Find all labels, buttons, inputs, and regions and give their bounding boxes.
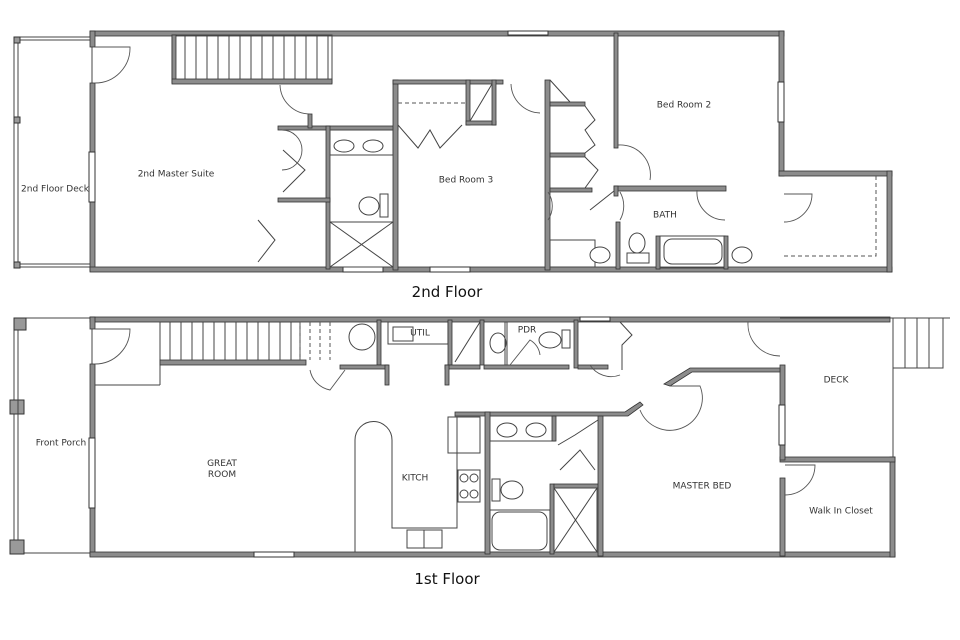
room-label-great: GREAT	[207, 459, 237, 469]
room-label-2nd-floor-deck: 2nd Floor Deck	[21, 184, 89, 195]
floor-label-1st: 1st Floor	[414, 570, 480, 588]
second-floor-plan	[13, 30, 893, 273]
first-floor-plan	[9, 316, 950, 558]
room-label-walk-in-closet: Walk In Closet	[809, 506, 873, 517]
room-label-great-room: GREAT ROOM	[207, 459, 237, 481]
room-label-master-bed: MASTER BED	[672, 481, 732, 492]
room-label-kitch: KITCH	[401, 473, 429, 484]
room-label-front-porch: Front Porch	[35, 438, 87, 449]
room-label-bed-room-3: Bed Room 3	[438, 175, 494, 186]
room-label-pdr: PDR	[517, 325, 537, 336]
room-label-util: UTIL	[410, 328, 430, 339]
room-label-bath: BATH	[653, 210, 677, 221]
room-label-bed-room-2: Bed Room 2	[656, 100, 712, 111]
floor-label-2nd: 2nd Floor	[411, 283, 483, 301]
room-label-2nd-master-suite: 2nd Master Suite	[137, 169, 215, 180]
room-label-deck: DECK	[823, 375, 849, 386]
room-label-room: ROOM	[207, 470, 237, 480]
